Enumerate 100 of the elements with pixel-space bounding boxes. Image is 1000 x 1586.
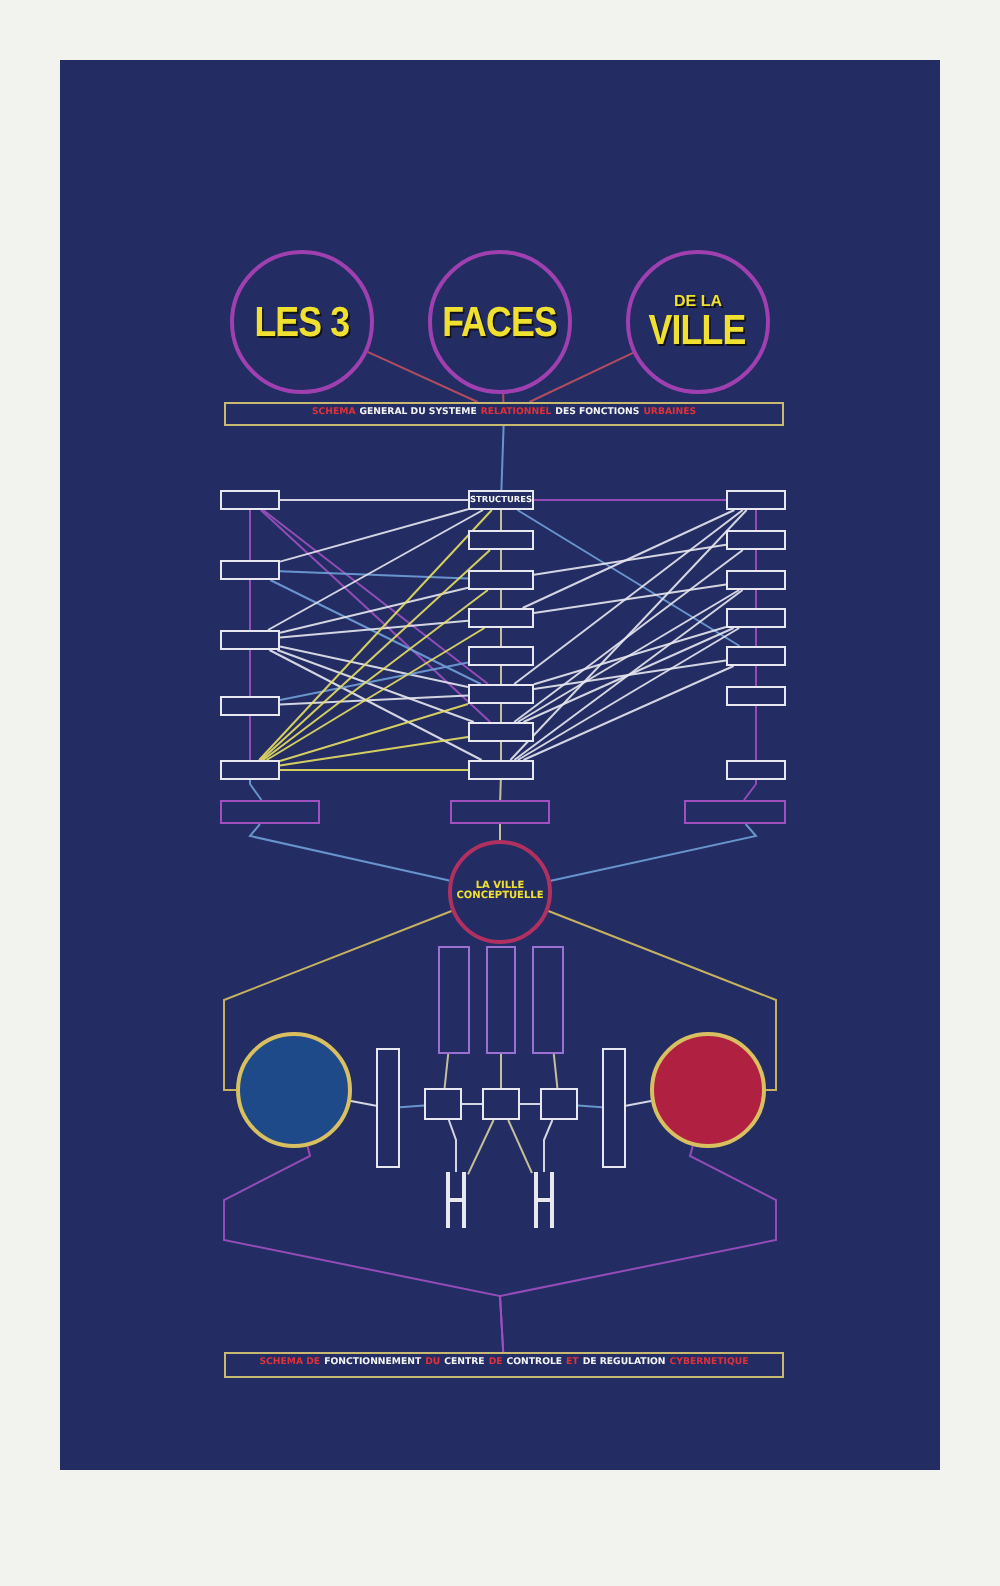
function-box: [468, 722, 534, 742]
function-box: [726, 570, 786, 590]
vertical-box: [532, 946, 564, 1054]
connector-line: [500, 703, 502, 723]
function-box: [220, 760, 280, 780]
connector-line: [533, 626, 727, 686]
h-shaped-symbol: [532, 1172, 556, 1228]
connector-line: [519, 1103, 541, 1105]
connector-line: [533, 543, 727, 576]
connector-line: [513, 549, 744, 723]
connector-line: [513, 509, 744, 685]
connector-line: [516, 627, 741, 761]
connector-line: [577, 1104, 603, 1109]
connector-line: [269, 579, 482, 685]
group-box: [220, 800, 320, 824]
connector-line: [500, 509, 502, 531]
connector-line: [279, 736, 469, 767]
connector-line: [755, 549, 757, 571]
connector-line: [500, 627, 502, 647]
function-box: [468, 646, 534, 666]
connector-line: [260, 549, 491, 761]
connector-line: [447, 1119, 457, 1173]
connector-line: [533, 583, 727, 614]
function-box: [468, 760, 534, 780]
connector-line: [547, 910, 777, 1091]
connector-line: [528, 351, 634, 403]
connector-line: [522, 665, 735, 761]
connector-line: [279, 661, 469, 701]
function-box: [726, 608, 786, 628]
title-text: LES 3: [254, 301, 350, 343]
connector-line: [262, 589, 489, 761]
vertical-box: [486, 946, 516, 1054]
function-box: [726, 760, 786, 780]
function-box: [468, 570, 534, 590]
connector-line: [467, 1119, 495, 1176]
connector-line: [549, 823, 758, 882]
connector-line: [499, 779, 502, 801]
connector-line: [268, 649, 483, 761]
connector-line: [500, 741, 502, 761]
connector-line: [552, 1053, 559, 1089]
connector-line: [755, 509, 757, 531]
connector-line: [279, 570, 469, 580]
function-box: [220, 490, 280, 510]
connector-line: [350, 1100, 377, 1107]
function-box: [220, 630, 280, 650]
connector-line: [279, 694, 469, 706]
connector-line: [513, 589, 744, 761]
vertical-panel: [376, 1048, 400, 1168]
connector-line: [500, 549, 502, 571]
connector-line: [249, 649, 251, 697]
connector-line: [533, 659, 727, 690]
connector-line: [249, 779, 263, 801]
connector-line: [258, 509, 493, 761]
title-banner: [224, 402, 784, 426]
connector-line: [743, 779, 757, 801]
function-box: [726, 530, 786, 550]
connector-line: [279, 645, 469, 688]
connector-line: [279, 586, 469, 634]
vertical-panel: [602, 1048, 626, 1168]
vertical-box: [438, 946, 470, 1054]
title-banner: [224, 1352, 784, 1378]
group-box: [450, 800, 550, 824]
title-small-text: DE LA: [674, 293, 722, 309]
connector-line: [516, 509, 741, 647]
function-box: [468, 490, 534, 510]
function-box: [220, 696, 280, 716]
connector-line: [366, 350, 479, 403]
control-box: [482, 1088, 520, 1120]
function-box: [468, 684, 534, 704]
connector-line: [755, 627, 757, 647]
title-text: FACES: [442, 301, 558, 343]
connector-line: [461, 1103, 483, 1105]
function-box: [726, 490, 786, 510]
connector-line: [500, 589, 502, 609]
connector-line: [755, 665, 757, 687]
group-box: [684, 800, 786, 824]
connector-line: [279, 769, 469, 771]
connector-line: [279, 619, 469, 639]
connector-line: [262, 509, 489, 685]
connector-line: [248, 823, 451, 882]
function-box: [220, 560, 280, 580]
connector-line: [259, 509, 492, 723]
connector-line: [443, 1053, 450, 1089]
control-box: [540, 1088, 578, 1120]
control-box: [424, 1088, 462, 1120]
connector-line: [279, 703, 469, 762]
title-text: VILLE: [649, 309, 747, 351]
function-box: [468, 530, 534, 550]
connector-line: [279, 508, 469, 563]
connector-line: [249, 579, 251, 631]
function-box: [726, 686, 786, 706]
connector-line: [399, 1104, 425, 1109]
connector-line: [265, 627, 486, 761]
connector-line: [521, 509, 736, 609]
connector-line: [755, 589, 757, 609]
connector-line: [498, 1145, 777, 1353]
connector-line: [502, 393, 505, 403]
connector-line: [500, 1053, 502, 1089]
connector-line: [500, 425, 505, 491]
connector-line: [543, 1119, 554, 1173]
